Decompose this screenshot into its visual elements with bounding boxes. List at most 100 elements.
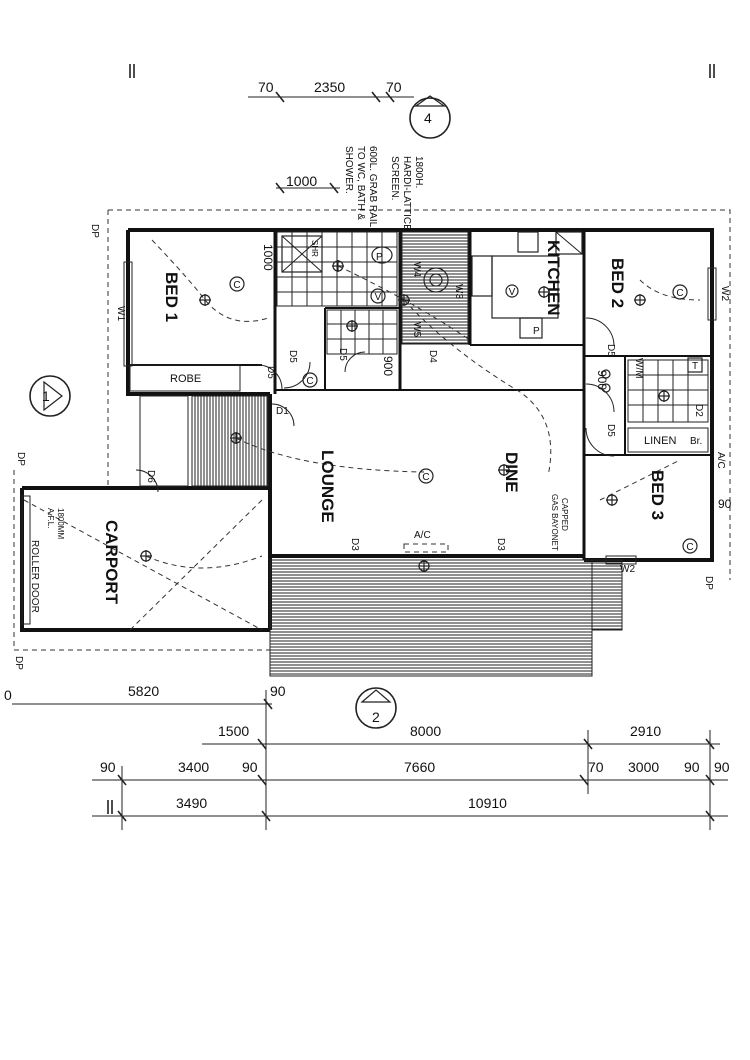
dim-row3-90-left: 90 [100, 759, 116, 775]
fixtures [129, 231, 709, 487]
room-lounge: LOUNGE [318, 450, 337, 523]
window-w4: W4 [411, 262, 422, 277]
room-kitchen: KITCHEN [544, 240, 563, 316]
section-marker-1: 1 [42, 388, 50, 404]
door-d3-right: D3 [495, 538, 506, 551]
dim-side-1000: 1000 [261, 244, 275, 271]
section-marker-2: 2 [372, 709, 380, 725]
dim-side-90: 90 [718, 497, 732, 511]
gas-note-line1: CAPPED [560, 498, 569, 531]
dim-row2-2910: 2910 [630, 723, 661, 739]
notes: 1800H. HARDI-LATTICE SCREEN. 600L. GRAB … [29, 146, 726, 613]
room-dine: DINE [502, 452, 521, 493]
vent-label: V [375, 292, 382, 303]
screen-note-line3: SCREEN. [389, 156, 400, 200]
dim-top-70-right: 70 [386, 79, 402, 95]
dim-row2-8000: 8000 [410, 723, 441, 739]
dim-row3-3400: 3400 [178, 759, 209, 775]
section-markers: 1 2 4 [29, 95, 451, 729]
shower-label: SHR [310, 240, 319, 257]
dim-row3-90-end: 90 [714, 759, 730, 775]
window-frames [21, 261, 717, 625]
room-bed-3: BED 3 [648, 470, 667, 520]
hatched-areas [191, 231, 623, 677]
window-w3: W3 [453, 284, 464, 299]
downpipe-label: DP [89, 224, 100, 238]
window-w2-bed3: W2 [620, 564, 635, 575]
room-labels: BED 1 BED 2 BED 3 KITCHEN LOUNGE DINE CA… [102, 240, 676, 605]
downpipes: DP DP DP DP [13, 224, 714, 670]
dim-top-70-left: 70 [258, 79, 274, 95]
ac-label: A/C [414, 530, 431, 541]
detector-label: C [306, 376, 313, 387]
detector-label: C [233, 280, 240, 291]
grab-rail-note-line3: SHOWER. [343, 146, 354, 194]
grab-rail-note-line2: TO WC, BATH & [355, 146, 366, 220]
door-d5-bed3: D5 [605, 424, 616, 437]
toilet-label: T [692, 361, 698, 372]
dim-top-1000: 1000 [286, 173, 317, 189]
ac-unit [403, 543, 449, 553]
dim-side-900-bath: 900 [381, 356, 395, 376]
door-d3-left: D3 [349, 538, 360, 551]
broom-label: Br. [690, 436, 702, 447]
door-d5-bed1: D5 [265, 366, 276, 379]
grid-line-markers [107, 64, 715, 814]
room-bed-2: BED 2 [608, 258, 627, 308]
interior-walls [130, 230, 712, 560]
wm-label: W/M [633, 358, 644, 379]
door-swings [135, 317, 615, 493]
pantry-label: P [533, 326, 540, 337]
dim-row1-90: 90 [270, 683, 286, 699]
room-bed-1: BED 1 [162, 272, 181, 322]
door-d1: D1 [276, 406, 289, 417]
afl-note-line1: 1800MM [56, 508, 65, 539]
ac-outdoor-label: A/C [715, 452, 726, 469]
room-carport: CARPORT [102, 520, 121, 605]
section-marker-4: 4 [424, 110, 432, 126]
dim-row2-1500: 1500 [218, 723, 249, 739]
dim-row3-7660: 7660 [404, 759, 435, 775]
dim-row1-5820: 5820 [128, 683, 159, 699]
dim-row3-70: 70 [588, 759, 604, 775]
electrical-circuits [23, 239, 701, 631]
robe-label: ROBE [170, 373, 201, 385]
afl-note-line2: A.F.L. [46, 508, 55, 528]
light-fittings [140, 260, 670, 572]
detector-label: C [686, 542, 693, 553]
downpipe-label: DP [703, 576, 714, 590]
downpipe-label: DP [13, 656, 24, 670]
downpipe-label: DP [15, 452, 26, 466]
detector-label: C [422, 472, 429, 483]
dim-row3-90-mid: 90 [242, 759, 258, 775]
pan-label: P [376, 252, 383, 263]
dim-row4-3490: 3490 [176, 795, 207, 811]
dimension-labels: 70 2350 70 1000 1000 900 900 90 0 5820 9… [4, 79, 732, 811]
dimension-lines [12, 91, 728, 830]
window-w5: W5 [411, 322, 422, 337]
screen-note-line2: HARDI-LATTICE [401, 156, 412, 231]
window-w2-bed2: W2 [719, 286, 730, 301]
linen-label: LINEN [644, 435, 676, 447]
dim-top-2350: 2350 [314, 79, 345, 95]
door-d5-wc: D5 [337, 348, 348, 361]
outer-eaves [13, 209, 731, 651]
window-w1: W1 [115, 306, 126, 321]
roller-door-label: ROLLER DOOR [29, 540, 40, 613]
gas-note-line2: GAS BAYONET [550, 494, 559, 551]
door-d2: D2 [693, 404, 704, 417]
door-tags: D1 D2 D3 D3 D4 D5 D5 D5 D5 D5 D6 [145, 344, 704, 551]
grab-rail-note-line1: 600L. GRAB RAIL [367, 146, 378, 228]
screen-note-line1: 1800H. [413, 156, 424, 188]
smoke-detectors: C C C C C V V P P T W/M [229, 252, 703, 554]
dim-row1-0: 0 [4, 687, 12, 703]
dim-row4-10910: 10910 [468, 795, 507, 811]
door-d4: D4 [427, 350, 438, 363]
dim-row3-90-right: 90 [684, 759, 700, 775]
detector-label: C [676, 288, 683, 299]
vent-label: V [509, 287, 516, 298]
door-d5-bed2: D5 [605, 344, 616, 357]
window-tags: W1 W2 W2 W3 W4 W5 [115, 262, 730, 575]
dim-row3-3000: 3000 [628, 759, 659, 775]
